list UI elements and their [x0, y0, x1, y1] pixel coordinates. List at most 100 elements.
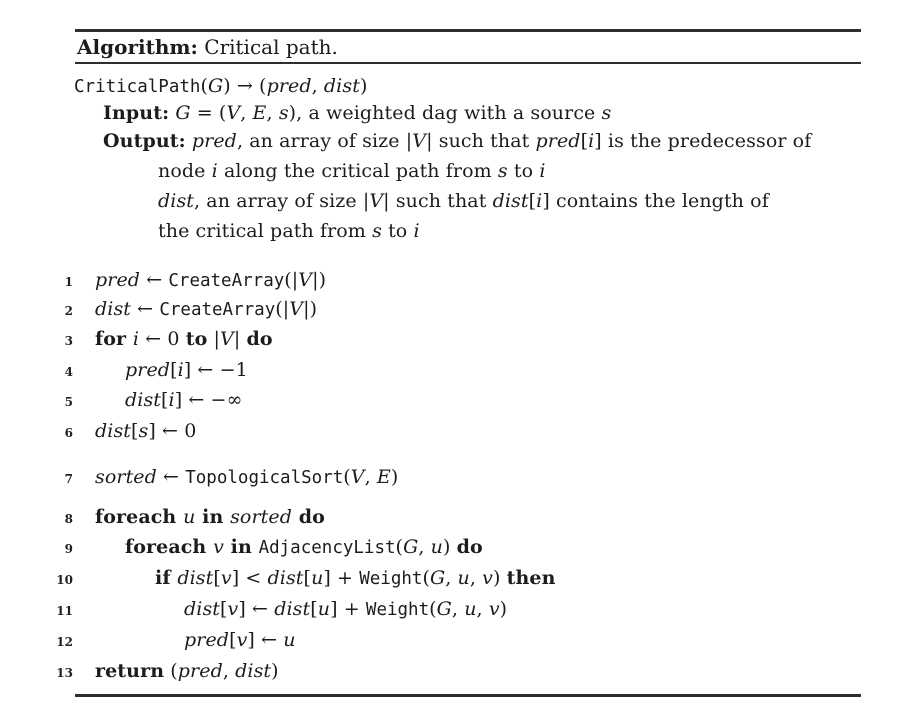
text: ) [359, 75, 368, 97]
text: along the critical path from [217, 160, 498, 182]
variable: dist [95, 298, 132, 320]
text: |) [312, 269, 327, 291]
text: , [445, 567, 458, 589]
text: , an array of size | [194, 190, 370, 212]
text: ( [164, 660, 178, 682]
text: , an array of size | [236, 130, 413, 152]
keyword: Input: [103, 102, 170, 124]
code-content: dist ← CreateArray(|V|) [95, 298, 317, 320]
variable: pred [184, 629, 230, 651]
variable: dist [158, 190, 195, 212]
text: [ [580, 130, 589, 152]
line-number: 6 [64, 426, 73, 440]
variable: i [177, 359, 184, 381]
keyword: do [292, 506, 325, 528]
code-content: if dist[v] < dist[u] + Weight(G, u, v) t… [155, 567, 556, 589]
variable: i [168, 389, 175, 411]
caption-label: Algorithm: [77, 35, 198, 59]
text: ] + [330, 598, 366, 620]
variable: s [278, 102, 289, 124]
header-line: CriticalPath(G) → (pred, dist) [74, 72, 367, 101]
text: (| [284, 269, 299, 291]
keyword: return [95, 660, 165, 682]
variable: sorted [95, 466, 157, 488]
text: ), a weighted dag with a source [288, 102, 602, 124]
text: ] ← [247, 629, 284, 651]
text: [ [220, 598, 228, 620]
text: ( [395, 536, 404, 558]
variable: u [283, 629, 296, 651]
text: , [364, 466, 377, 488]
text: ) [442, 536, 457, 558]
variable: s [372, 220, 382, 242]
variable: u [183, 506, 196, 528]
text: ] contains the length of [542, 190, 769, 212]
text: ← [131, 298, 160, 320]
variable: dist [267, 567, 304, 589]
text: ) [499, 598, 508, 620]
keyword: foreach [95, 506, 184, 528]
function-name: Weight [365, 600, 430, 620]
keyword: do [246, 328, 273, 350]
bottom-rule [75, 694, 861, 697]
line-number: 12 [56, 635, 73, 649]
variable: pred [266, 75, 312, 97]
text: |) [303, 298, 318, 320]
top-rule [75, 29, 861, 32]
line-number: 11 [56, 604, 73, 618]
text: ( [343, 466, 351, 488]
code-content: foreach u in sorted do [95, 506, 325, 528]
text: , [469, 567, 483, 589]
text: | [233, 328, 247, 350]
text: | [207, 328, 221, 350]
variable: s [601, 102, 612, 124]
header-line: dist, an array of size |V| such that dis… [158, 187, 769, 215]
keyword: Output: [103, 130, 186, 152]
variable: G [429, 567, 446, 589]
header-line: node i along the critical path from s to… [158, 157, 546, 185]
variable: pred [191, 130, 237, 152]
keyword: if [155, 567, 178, 589]
text: , [222, 660, 236, 682]
variable: V [220, 328, 234, 350]
function-name: CreateArray [168, 271, 285, 291]
function-name: TopologicalSort [185, 468, 344, 488]
text: to [381, 220, 414, 242]
text: ( [422, 567, 430, 589]
function-name: CreateArray [159, 300, 276, 320]
variable: E [376, 466, 391, 488]
variable: V [289, 298, 304, 320]
text: ] is the predecessor of [594, 130, 812, 152]
text: [ [303, 567, 312, 589]
variable: G [436, 598, 452, 620]
code-content: dist[s] ← 0 [95, 420, 196, 442]
algorithm-caption: Algorithm: Critical path. [77, 33, 338, 61]
keyword: do [456, 536, 483, 558]
header-line: Input: G = (V, E, s), a weighted dag wit… [103, 99, 611, 127]
line-number: 10 [56, 573, 73, 587]
variable: V [412, 130, 427, 152]
variable: v [488, 598, 500, 620]
variable: v [213, 536, 224, 558]
variable: v [482, 567, 493, 589]
line-number: 13 [56, 666, 73, 680]
variable: s [138, 420, 149, 442]
text: ) [271, 660, 279, 682]
code-content: dist[i] ← −∞ [125, 389, 243, 411]
variable: V [369, 190, 384, 212]
variable: G [403, 536, 419, 558]
function-name: CriticalPath [74, 77, 201, 97]
function-name: Weight [359, 569, 423, 589]
variable: u [317, 598, 331, 620]
variable: u [430, 536, 443, 558]
variable: i [588, 130, 595, 152]
variable: i [211, 160, 218, 182]
variable: V [226, 102, 241, 124]
variable: dist [95, 420, 132, 442]
variable: pred [95, 269, 141, 291]
line-number: 1 [64, 275, 73, 289]
